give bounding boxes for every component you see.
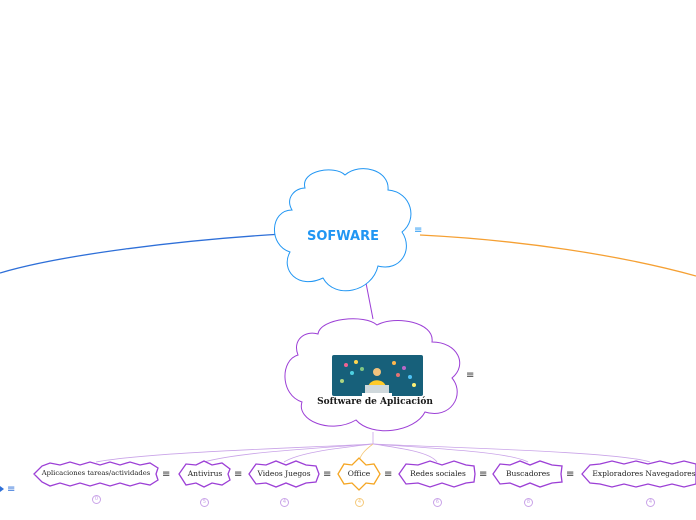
left-edge-arrow-icon xyxy=(0,486,4,492)
child-box-1 xyxy=(178,460,231,488)
child-badge-2: 4 xyxy=(280,498,289,507)
child-menu-icon-5[interactable]: ≡ xyxy=(566,469,575,480)
child-box-4 xyxy=(398,460,476,488)
child-label-1[interactable]: Antivirus xyxy=(187,469,223,478)
child-menu-icon-3[interactable]: ≡ xyxy=(384,469,393,480)
child-box-6 xyxy=(581,460,696,488)
branch-root-to-subtopic xyxy=(365,282,374,320)
branch-right xyxy=(419,234,696,277)
child-badge-0: 0 xyxy=(92,495,101,504)
person-at-computer-icon xyxy=(332,355,423,396)
child-label-0[interactable]: Aplicaciones tareas/actividades xyxy=(41,469,151,477)
subtopic-image xyxy=(332,355,423,396)
child-box-2 xyxy=(248,460,320,488)
child-connectors xyxy=(95,432,651,463)
child-label-2[interactable]: Videos Juegos xyxy=(257,469,311,478)
child-shapes xyxy=(33,457,696,491)
left-edge-menu-icon[interactable]: ≡ xyxy=(7,484,16,495)
subtopic-menu-icon[interactable]: ≡ xyxy=(466,370,475,381)
branch-left xyxy=(0,233,284,274)
root-title: SOFWARE xyxy=(306,229,379,244)
child-menu-icon-2[interactable]: ≡ xyxy=(323,469,332,480)
child-badge-5: 8 xyxy=(524,498,533,507)
child-badge-6: 4 xyxy=(646,498,655,507)
child-menu-icon-0[interactable]: ≡ xyxy=(162,469,171,480)
child-label-6[interactable]: Exploradores Navegadores xyxy=(592,469,696,478)
subtopic-title: Software de Aplicación xyxy=(317,397,433,407)
root-cloud[interactable] xyxy=(274,168,412,292)
child-box-0 xyxy=(33,461,159,487)
child-label-5[interactable]: Buscadores xyxy=(505,469,551,478)
child-badge-4: 6 xyxy=(433,498,442,507)
child-box-5 xyxy=(492,460,563,488)
child-menu-icon-4[interactable]: ≡ xyxy=(479,469,488,480)
root-menu-icon[interactable]: ≡ xyxy=(414,225,423,236)
child-label-3[interactable]: Office xyxy=(347,469,371,478)
child-box-3 xyxy=(337,457,381,491)
child-menu-icon-1[interactable]: ≡ xyxy=(234,469,243,480)
child-label-4[interactable]: Redes sociales xyxy=(410,469,466,478)
child-badge-3: 4 xyxy=(355,498,364,507)
child-badge-1: 5 xyxy=(200,498,209,507)
